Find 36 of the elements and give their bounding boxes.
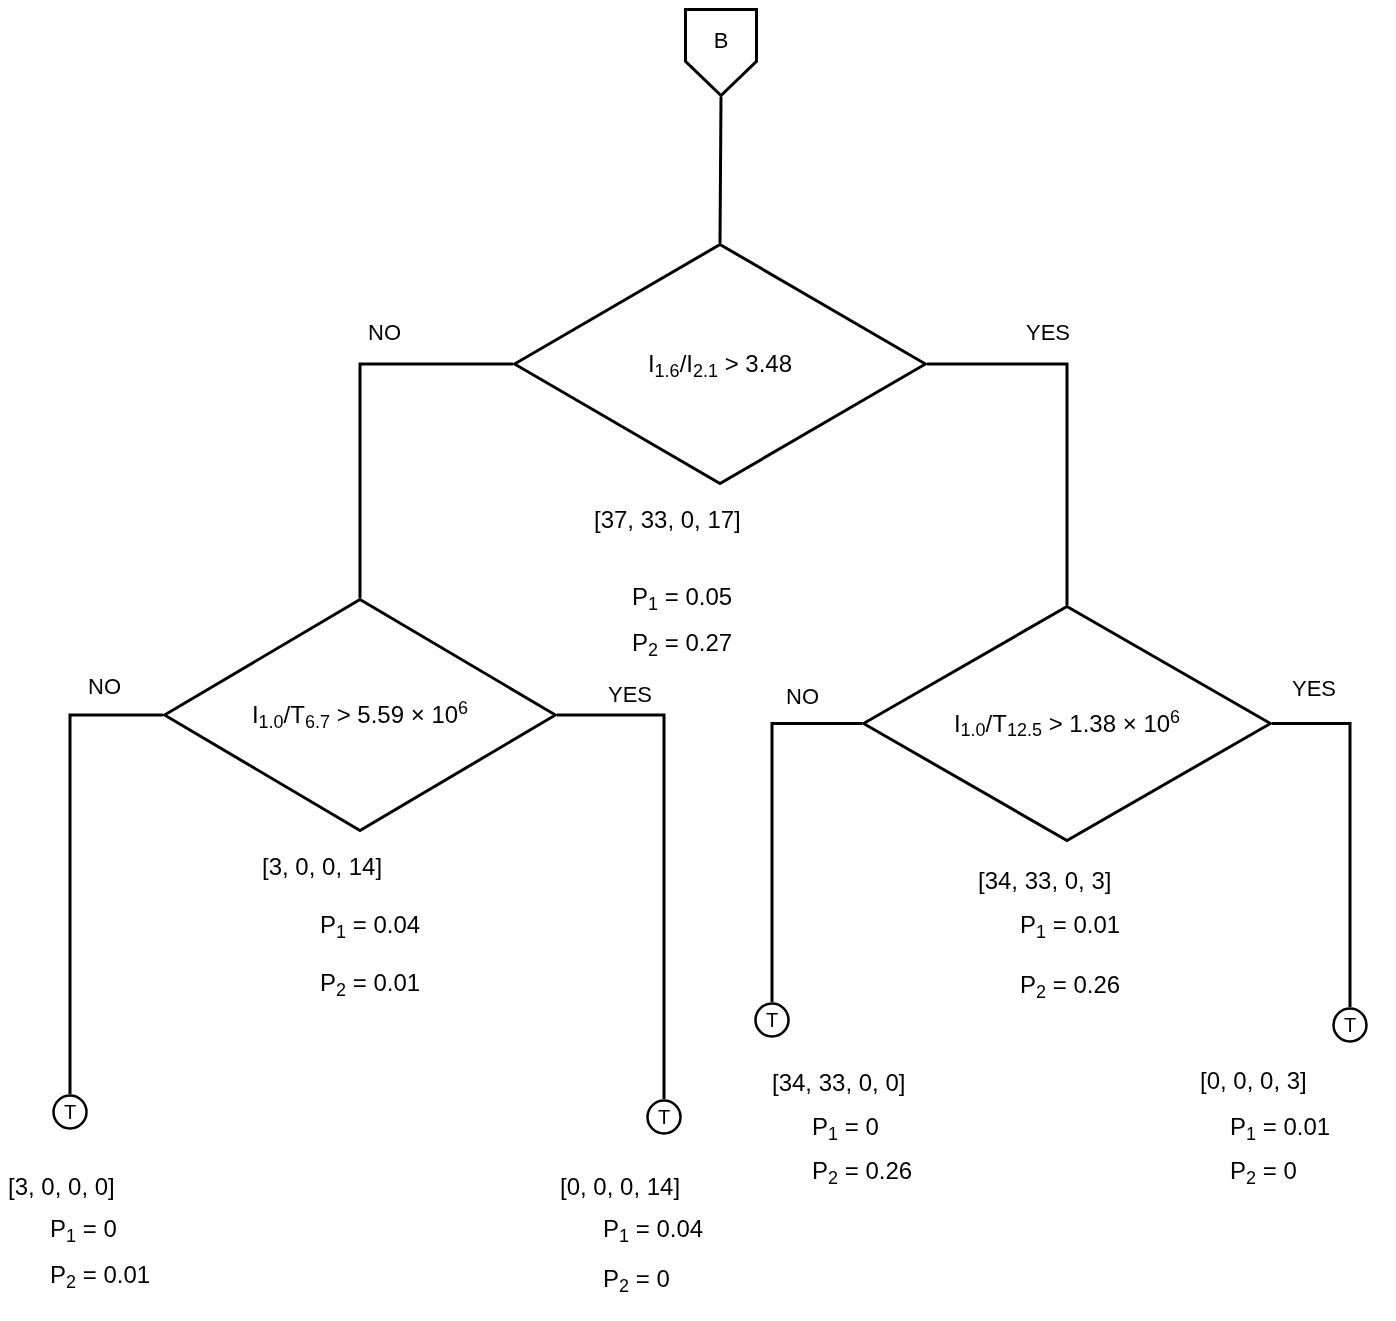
count-vector: [3, 0, 0, 0] [8,1172,115,1202]
probability-value: P$_{2}$ = 0.01 [320,968,421,998]
node-label: T [1343,1015,1357,1035]
probability-value: P$_{1}$ = 0 [50,1214,117,1244]
probability-value: P$_{2}$ = 0 [1230,1156,1297,1186]
probability-value: P$_{1}$ = 0.01 [1020,910,1121,940]
node-label: T [63,1102,77,1122]
probability-value: P$_{2}$ = 0.26 [1020,970,1121,1000]
node-label: B [713,30,729,53]
count-vector: [0, 0, 0, 3] [1200,1066,1307,1096]
node-label: I$_{1.6}$/I$_{2.1}$ > 3.48 [647,352,793,376]
count-vector: [3, 0, 0, 14] [262,852,383,882]
connector-line [770,722,862,1002]
connector-line [1272,722,1352,1007]
probability-value: P$_{2}$ = 0.27 [632,628,733,658]
connector-line [718,97,723,243]
connector-line [358,362,513,598]
node-label: I$_{1.0}$/T$_{12.5}$ > 1.38 × 10$^{6}$ [953,711,1181,736]
count-vector: [34, 33, 0, 3] [978,866,1112,896]
probability-value: P$_{2}$ = 0 [603,1264,670,1294]
connector-line [557,713,666,1099]
count-vector: [34, 33, 0, 0] [772,1068,906,1098]
probability-value: P$_{2}$ = 0.26 [812,1156,913,1186]
probability-value: P$_{1}$ = 0.05 [632,582,733,612]
connector-line [927,362,1069,605]
probability-value: P$_{1}$ = 0.04 [320,910,421,940]
node-label: T [657,1107,671,1127]
count-vector: [0, 0, 0, 14] [560,1172,681,1202]
count-vector: [37, 33, 0, 17] [594,505,741,535]
probability-value: P$_{2}$ = 0.01 [50,1260,151,1290]
connector-line [68,713,163,1094]
probability-value: P$_{1}$ = 0 [812,1112,879,1142]
node-label: I$_{1.0}$/T$_{6.7}$ > 5.59 × 10$^{6}$ [251,703,469,727]
node-label: T [765,1010,779,1030]
probability-value: P$_{1}$ = 0.04 [603,1214,704,1244]
probability-value: P$_{1}$ = 0.01 [1230,1112,1331,1142]
